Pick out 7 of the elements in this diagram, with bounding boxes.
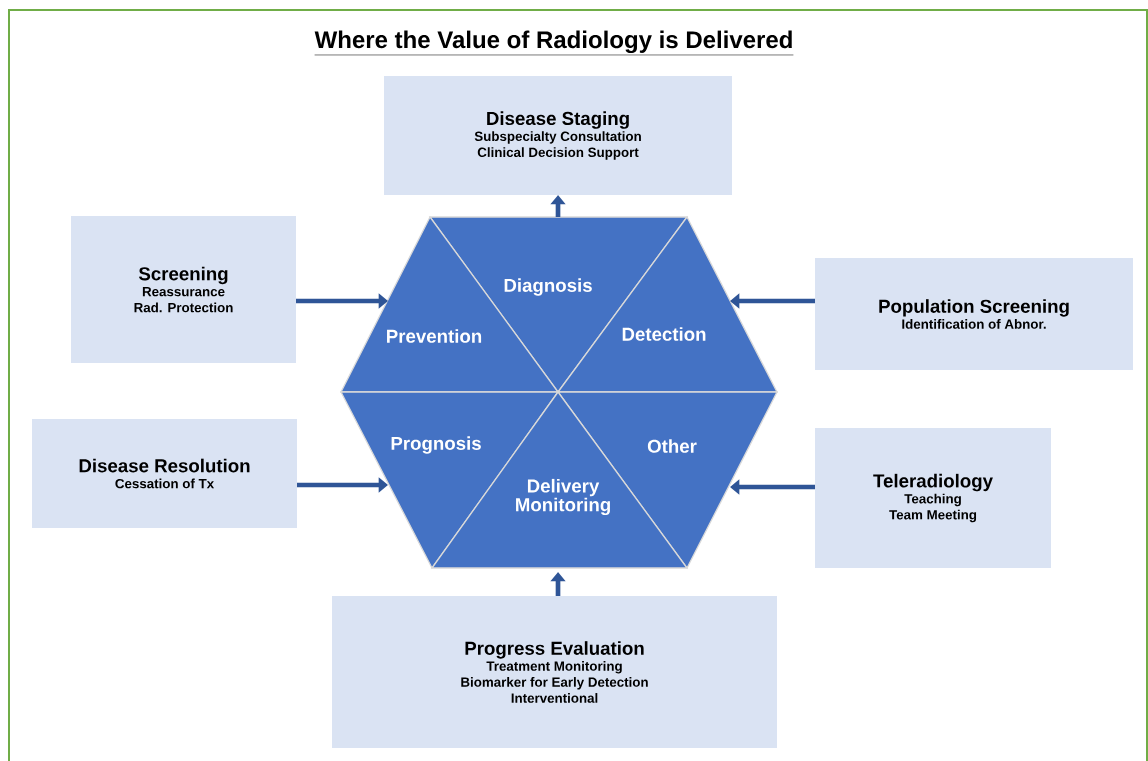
- text-box: Teleradiology Teaching Team Meeting: [815, 428, 1051, 568]
- text-box: Disease Resolution Cessation of Tx: [32, 419, 297, 528]
- text-box: Population Screening Identification of Abnor.: [815, 258, 1133, 370]
- text-box: Screening Reassurance Rad. Protection: [71, 216, 296, 363]
- title: Where the Value of Radiology is Delivered: [314, 30, 794, 56]
- text-box: Progress Evaluation Treatment Monitoring Biomarker for Early Detection Interventional: [332, 596, 777, 748]
- text-box: Disease Staging Subspecialty Consultation Clinical Decision Support: [384, 76, 732, 195]
